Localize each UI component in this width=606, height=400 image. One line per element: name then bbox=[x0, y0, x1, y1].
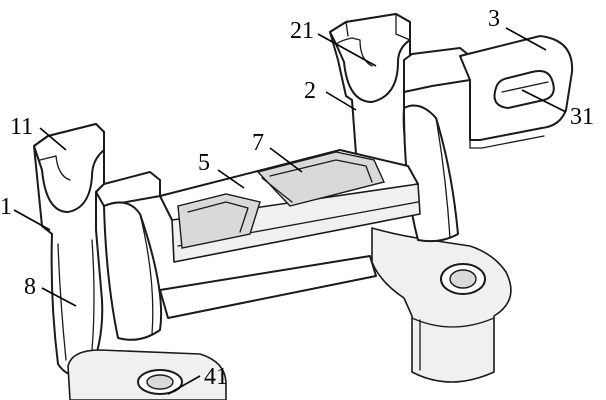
label-3: 3 bbox=[488, 6, 500, 32]
label-5: 5 bbox=[198, 150, 210, 176]
leader-5 bbox=[217, 169, 245, 189]
right-saddle bbox=[329, 13, 411, 103]
label-31: 31 bbox=[570, 104, 594, 130]
leader-7 bbox=[269, 147, 303, 173]
leader-31 bbox=[521, 89, 567, 113]
label-11: 11 bbox=[10, 114, 33, 140]
leader-lines bbox=[13, 27, 567, 395]
label-7: 7 bbox=[252, 130, 264, 156]
label-8: 8 bbox=[24, 274, 36, 300]
cross-beam bbox=[159, 149, 421, 263]
leader-8 bbox=[41, 287, 77, 307]
leader-11 bbox=[39, 127, 67, 151]
label-1: 1 bbox=[0, 194, 12, 220]
leader-1 bbox=[13, 209, 51, 231]
leader-21 bbox=[317, 33, 377, 67]
reference-numerals: 21 3 2 31 11 7 5 1 8 41 bbox=[0, 6, 594, 390]
front-foot bbox=[67, 349, 227, 400]
label-21: 21 bbox=[290, 18, 314, 44]
left-rib bbox=[103, 201, 377, 341]
leader-3 bbox=[505, 27, 547, 51]
left-saddle bbox=[33, 123, 161, 213]
label-41: 41 bbox=[204, 364, 228, 390]
leader-2 bbox=[325, 91, 357, 111]
label-2: 2 bbox=[304, 78, 316, 104]
rear-foot bbox=[371, 227, 512, 383]
ear-plate bbox=[459, 35, 574, 149]
leader-41 bbox=[167, 375, 201, 395]
